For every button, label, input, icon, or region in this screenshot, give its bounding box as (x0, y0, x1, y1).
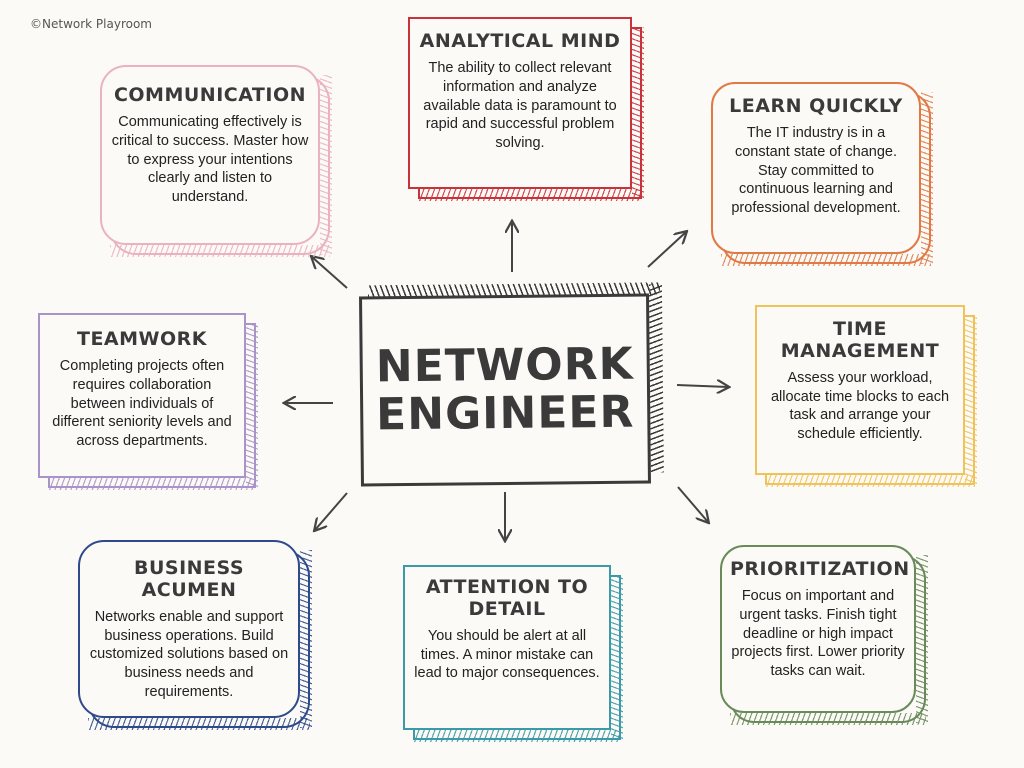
card-text: You should be alert at all times. A mino… (414, 627, 600, 682)
card-teamwork: TEAMWORK Completing projects often requi… (38, 313, 258, 490)
card-prioritization: PRIORITIZATION Focus on important and ur… (720, 545, 928, 725)
card-attention-to-detail: ATTENTION TO DETAIL You should be alert … (403, 565, 623, 742)
card-learn-quickly: LEARN QUICKLY The IT industry is in a co… (711, 82, 933, 266)
card-title: LEARN QUICKLY (729, 95, 903, 117)
card-title: PRIORITIZATION (730, 558, 910, 580)
card-text: Communicating effectively is critical to… (111, 113, 309, 206)
copyright-credit: ©Network Playroom (30, 17, 152, 31)
card-title: BUSINESS ACUMEN (133, 557, 245, 601)
card-text: The IT industry is in a constant state o… (731, 124, 901, 217)
card-text: The ability to collect relevant informat… (423, 59, 617, 152)
arrow-prioritization (677, 486, 708, 522)
arrow-learn-quickly (647, 232, 686, 268)
arrow-time-management (676, 385, 728, 387)
card-title: TIME MANAGEMENT (780, 318, 940, 362)
center-title-line2: ENGINEER (375, 386, 635, 441)
card-text: Completing projects often requires colla… (52, 357, 232, 450)
card-text: Networks enable and support business ope… (89, 608, 289, 701)
card-title: COMMUNICATION (113, 84, 307, 106)
center-topic-box: NETWORK ENGINEER (359, 293, 651, 487)
arrow-business-acumen (315, 492, 348, 530)
card-communication: COMMUNICATION Communicating effectively … (100, 65, 332, 257)
card-business-acumen: BUSINESS ACUMEN Networks enable and supp… (78, 540, 312, 730)
card-title: TEAMWORK (76, 328, 207, 350)
center-topic-title: NETWORK ENGINEER (375, 338, 635, 441)
card-title: ATTENTION TO DETAIL (425, 576, 589, 620)
card-title: ANALYTICAL MIND (419, 30, 621, 52)
card-text: Focus on important and urgent tasks. Fin… (731, 587, 905, 680)
card-analytical-mind: ANALYTICAL MIND The ability to collect r… (408, 17, 644, 201)
arrow-communication (312, 257, 348, 289)
center-title-line1: NETWORK (375, 338, 634, 392)
card-time-management: TIME MANAGEMENT Assess your workload, al… (755, 305, 977, 487)
card-text: Assess your workload, allocate time bloc… (770, 369, 950, 443)
